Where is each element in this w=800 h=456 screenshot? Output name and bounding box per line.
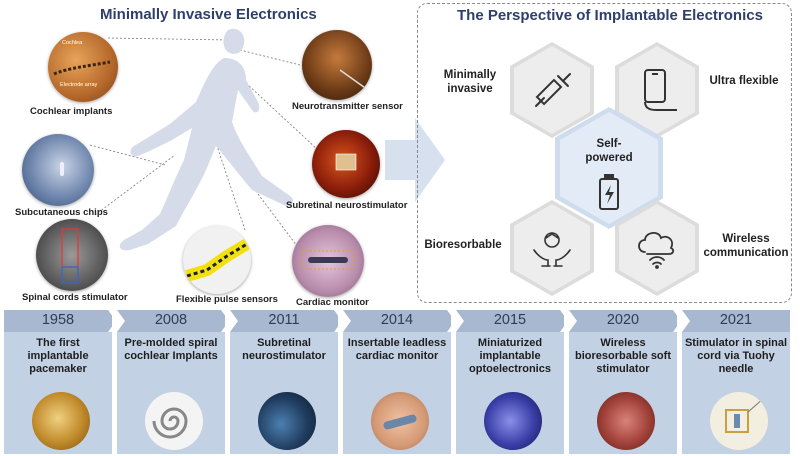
pacemaker-image: [32, 392, 90, 450]
recycle-hands-icon: [533, 232, 571, 267]
timeline-year: 2008: [154, 312, 188, 328]
left-title: Minimally Invasive Electronics: [100, 6, 317, 23]
subcutaneous-chips-label: Subcutaneous chips: [15, 207, 108, 218]
neurotransmitter-sensor-image: [302, 30, 372, 100]
soft-stimulator-image: [597, 392, 655, 450]
timeline-text: Insertable leadless cardiac monitor: [347, 337, 447, 362]
ultra-flexible-label: Ultra flexible: [709, 75, 779, 87]
timeline-card-2020: 2020 Wireless bioresorbable soft stimula…: [569, 310, 677, 454]
timeline-card-2015: 2015 Miniaturized implantable optoelectr…: [456, 310, 564, 454]
subretinal-neurostimulator-image: [312, 130, 380, 198]
timeline-year: 2011: [268, 312, 300, 328]
timeline-text: The first implantable pacemaker: [27, 337, 89, 375]
syringe-icon: [535, 73, 571, 107]
timeline-year: 2021: [719, 312, 753, 328]
subcutaneous-chip-image: [22, 134, 94, 206]
body-silhouette-diagram: [89, 28, 319, 251]
timeline-text: Wireless bioresorbable soft stimulator: [575, 337, 671, 375]
battery-icon: [599, 174, 619, 210]
hex-wireless: [615, 200, 699, 296]
timeline-text: Stimulator in spinal cord via Tuohy need…: [684, 337, 788, 375]
cochlear-implant-image: [48, 32, 118, 102]
timeline-card-2011: 2011 Subretinal neurostimulator: [230, 310, 338, 454]
timeline-card-2021: 2021 Stimulator in spinal cord via Tuohy…: [682, 310, 790, 454]
timeline-card-2008: 2008 Pre-molded spiral cochlear Implants: [117, 310, 225, 454]
optoelectronics-image: [484, 392, 542, 450]
timeline-card-1958: 1958 The first implantable pacemaker: [4, 310, 112, 454]
timeline-year: 1958: [41, 312, 75, 328]
right-title: The Perspective of Implantable Electroni…: [457, 7, 763, 24]
timeline-text: Miniaturized implantable optoelectronics: [469, 337, 551, 375]
self-powered-label: Self-powered: [585, 138, 633, 164]
timeline-text: Pre-molded spiral cochlear Implants: [124, 337, 218, 362]
neurotransmitter-sensor-label: Neurotransmitter sensor: [292, 101, 403, 112]
flexible-phone-icon: [644, 69, 677, 111]
cochlear-implants-label: Cochlear implants: [30, 106, 113, 117]
flexible-pulse-sensor-image: [183, 226, 251, 294]
wireless-communication-label: Wireless communication: [703, 233, 789, 259]
timeline-card-2014: 2014 Insertable leadless cardiac monitor: [343, 310, 451, 454]
timeline-text: Subretinal neurostimulator: [242, 337, 326, 362]
timeline-year: 2015: [493, 312, 527, 328]
cochlea-annotation: Cochlea: [62, 40, 83, 46]
cloud-wifi-icon: [638, 232, 675, 269]
subretinal-neurostimulator-label: Subretinal neurostimulator: [286, 200, 408, 211]
runner-figure: [119, 28, 293, 251]
subretinal-device-image: [258, 392, 316, 450]
flexible-pulse-sensors-label: Flexible pulse sensors: [176, 294, 278, 305]
spinal-cords-stimulator-label: Spinal cords stimulator: [22, 292, 128, 303]
spinal-cord-xray-image: [36, 219, 108, 291]
hex-minimally-invasive: [510, 42, 594, 138]
timeline-year: 2020: [606, 312, 640, 328]
spiral-cochlear-image: [145, 392, 203, 450]
bioresorbable-label: Bioresorbable: [424, 239, 502, 251]
leadless-monitor-image: [371, 392, 429, 450]
tuohy-needle-stimulator-image: [710, 392, 768, 450]
hex-bioresorbable: [510, 200, 594, 296]
perspective-panel: [417, 3, 792, 303]
transition-arrow-icon: [385, 118, 445, 202]
timeline-chevrons: [108, 310, 690, 332]
timeline-year: 2014: [380, 312, 414, 328]
electrode-annotation: Electrode array: [60, 82, 98, 88]
minimally-invasive-label: Minimally invasive: [443, 69, 497, 95]
cardiac-monitor-image: [292, 225, 364, 297]
cardiac-monitor-label: Cardiac monitor: [296, 297, 369, 308]
